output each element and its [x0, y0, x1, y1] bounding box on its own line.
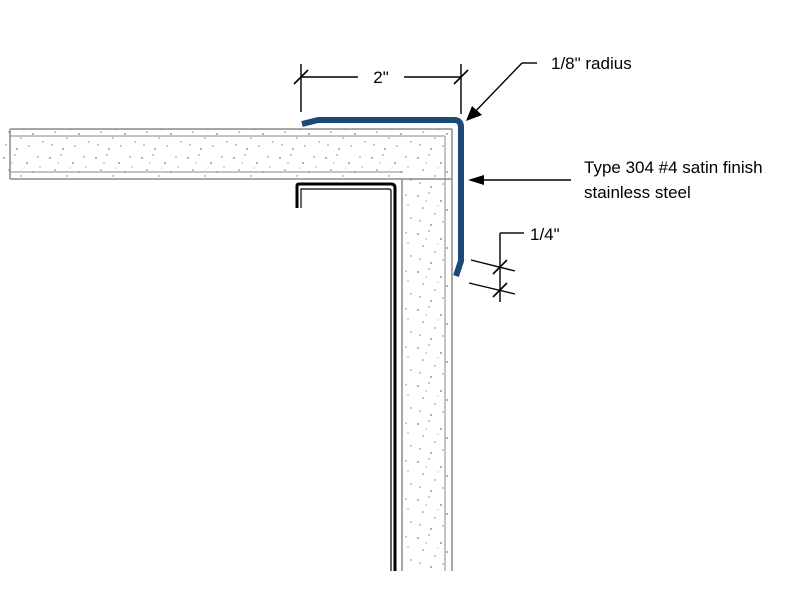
- material-leader: [468, 175, 571, 185]
- inner-framing-channel: [295, 182, 397, 571]
- gap-dimension: [468, 232, 524, 302]
- width-dimension-label: 2": [373, 68, 389, 87]
- radius-leader: [466, 62, 537, 121]
- material-label-line2: stainless steel: [584, 183, 691, 202]
- stainless-corner-trim: [301, 117, 464, 277]
- material-label-line1: Type 304 #4 satin finish: [584, 158, 763, 177]
- substrate-vertical: [401, 129, 453, 571]
- substrate-horizontal: [0, 128, 452, 180]
- radius-label: 1/8" radius: [551, 54, 632, 73]
- gap-label: 1/4": [530, 225, 560, 244]
- width-dimension: [293, 64, 469, 114]
